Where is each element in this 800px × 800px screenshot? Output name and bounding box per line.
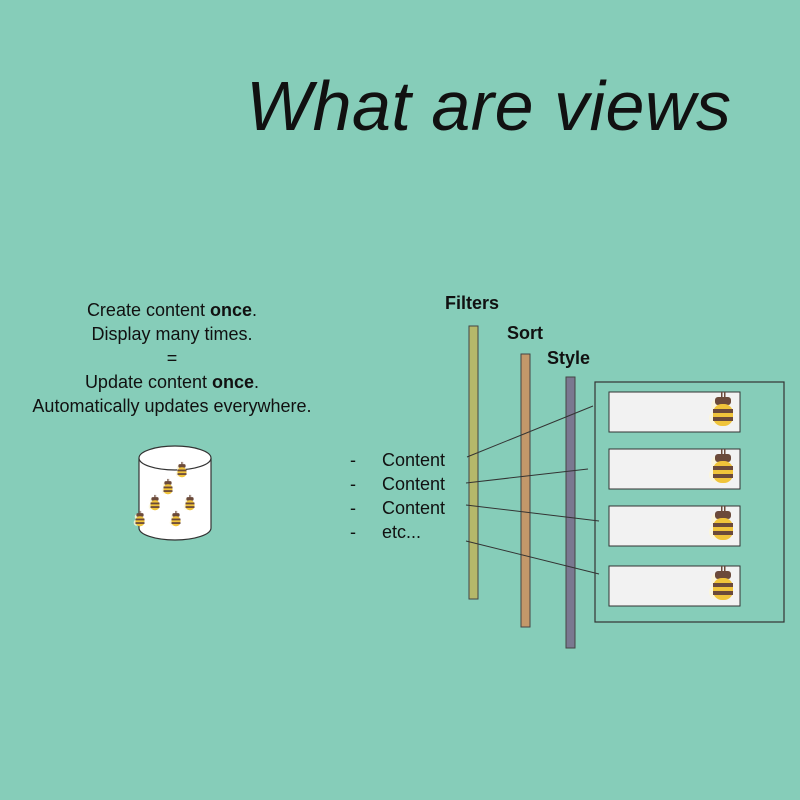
- list-item: -Content: [350, 474, 446, 494]
- connector-line: [466, 405, 594, 458]
- list-item: -etc...: [350, 522, 422, 542]
- intro-line-4: Update content once.: [84, 372, 260, 392]
- intro-line-1: Create content once.: [86, 300, 258, 320]
- style-bar: [565, 376, 576, 649]
- output-card: [608, 505, 741, 547]
- sort-label: Sort: [507, 323, 543, 343]
- intro-line-5: Automatically updates everywhere.: [32, 396, 312, 416]
- intro-text: Create content once. Display many times.…: [0, 298, 344, 418]
- connector-line: [465, 540, 600, 575]
- output-card: [608, 565, 741, 607]
- intro-line-3: =: [166, 348, 178, 368]
- content-list: -Content -Content -Content -etc...: [350, 448, 445, 544]
- page-title: What are views: [246, 67, 732, 145]
- filters-bar: [468, 325, 479, 600]
- intro-line-2: Display many times.: [91, 324, 253, 344]
- sort-bar: [520, 353, 531, 628]
- output-card: [608, 391, 741, 433]
- style-label: Style: [547, 348, 591, 368]
- output-frame: [594, 381, 785, 623]
- list-item: -Content: [350, 450, 446, 470]
- database-cylinder-icon: [133, 445, 212, 541]
- output-card: [608, 448, 741, 490]
- list-item: -Content: [350, 498, 446, 518]
- connector-line: [465, 504, 600, 522]
- connector-line: [465, 468, 589, 484]
- filters-label: Filters: [445, 293, 500, 313]
